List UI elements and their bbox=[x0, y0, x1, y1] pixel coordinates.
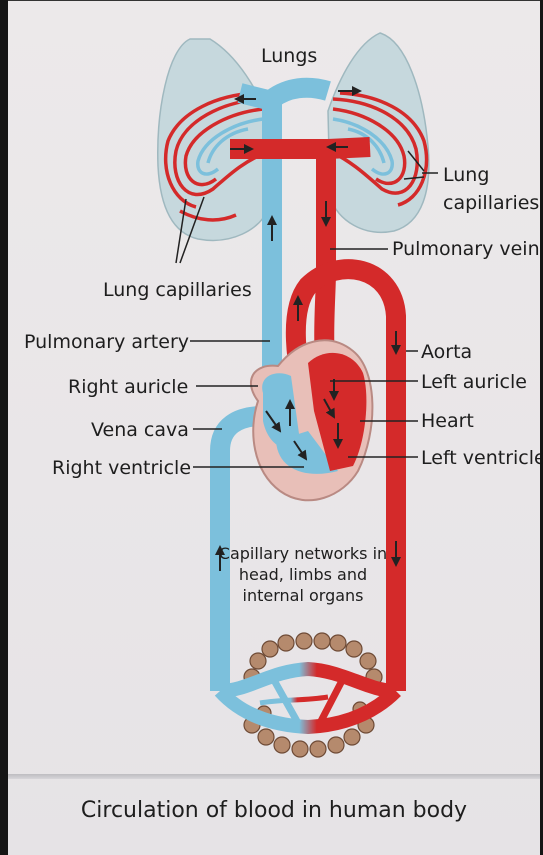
lung-capillaries-left-label: Lung capillaries bbox=[103, 279, 252, 301]
right-lung bbox=[328, 33, 429, 232]
body-capillaries bbox=[220, 633, 396, 757]
right-ventricle-label: Right ventricle bbox=[52, 457, 191, 479]
pulmonary-vein-label: Pulmonary vein bbox=[392, 238, 540, 260]
figure-caption: Circulation of blood in human body bbox=[8, 798, 540, 823]
left-ventricle-label: Left ventricle bbox=[421, 447, 540, 469]
lungs-label: Lungs bbox=[261, 45, 317, 67]
right-auricle-label: Right auricle bbox=[68, 376, 188, 398]
capillary-networks-label: Capillary networks in head, limbs and in… bbox=[218, 543, 388, 606]
diagram-page: Lungs Lung capillaries Pulmonary vein Lu… bbox=[8, 0, 540, 855]
aorta-label: Aorta bbox=[421, 341, 472, 363]
lung-capillaries-right-label: Lung capillaries bbox=[443, 161, 535, 217]
pulmonary-artery-label: Pulmonary artery bbox=[24, 331, 189, 353]
vena-cava-label: Vena cava bbox=[91, 419, 189, 441]
caption-divider bbox=[8, 774, 540, 779]
left-auricle-label: Left auricle bbox=[421, 371, 527, 393]
heart-label: Heart bbox=[421, 410, 474, 432]
